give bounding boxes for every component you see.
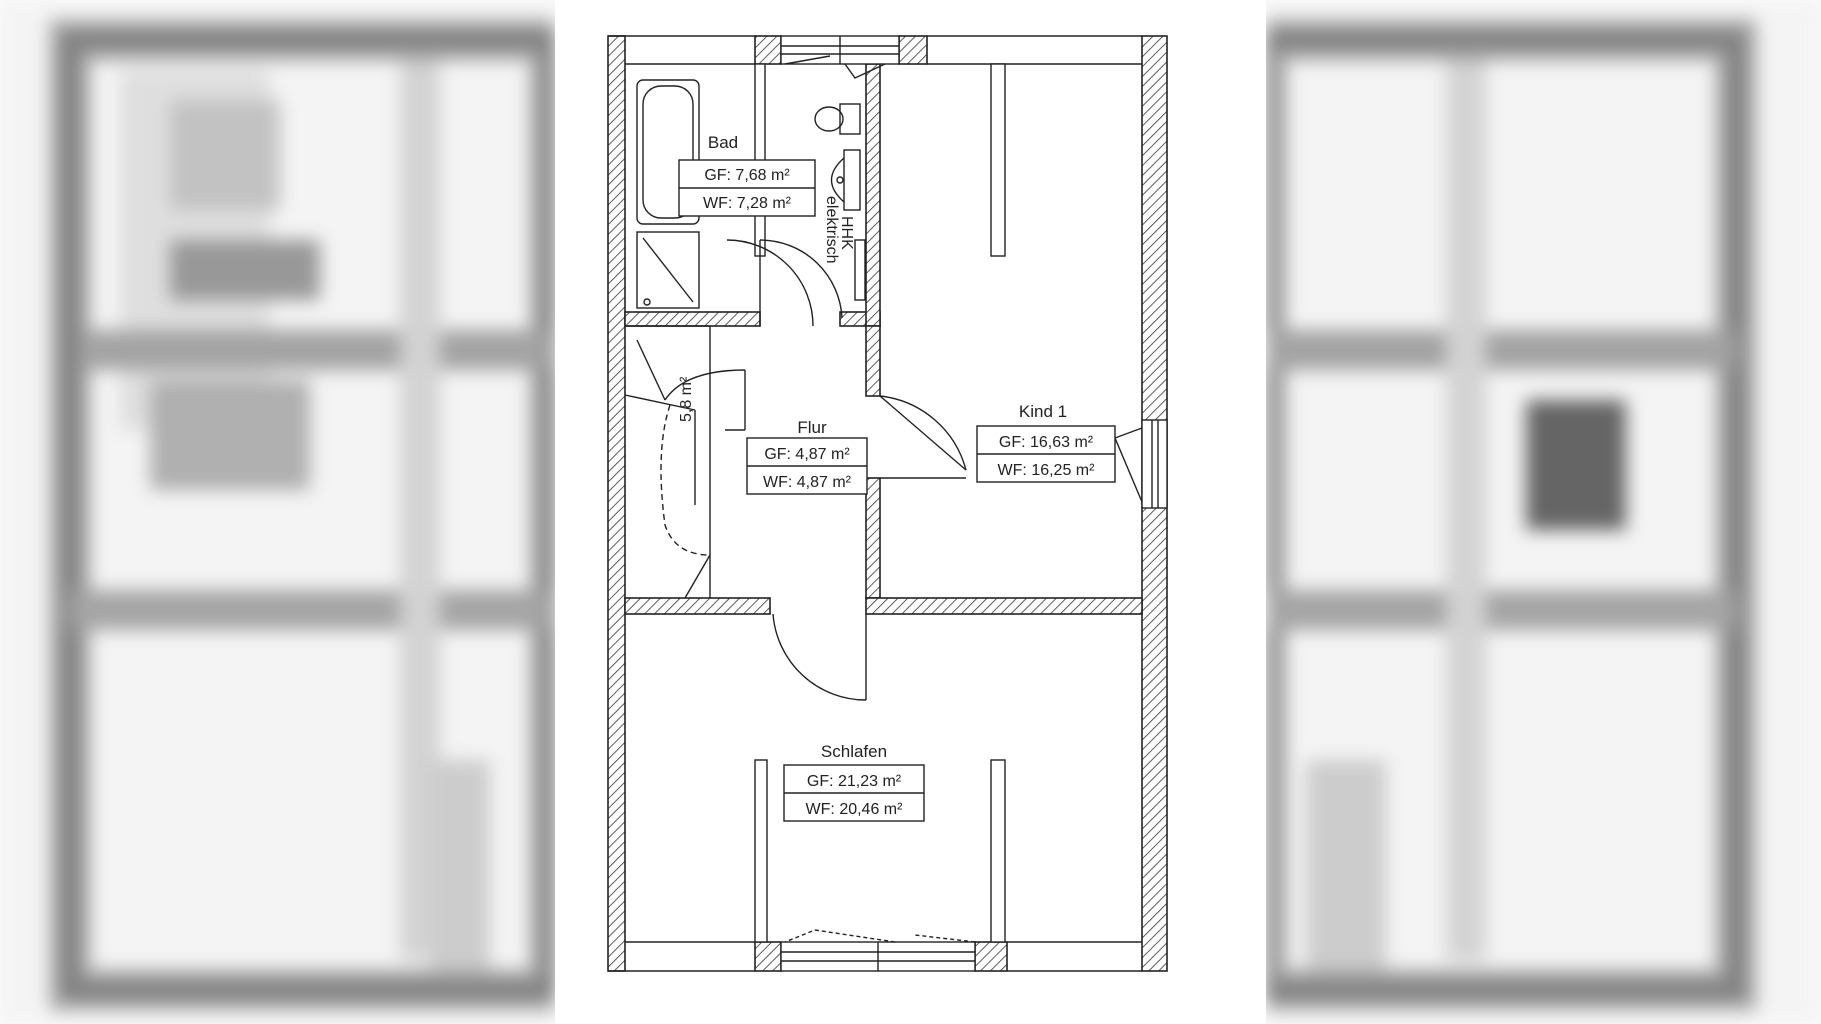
interior-walls: [624, 63, 1143, 615]
floor-plan: Bad GF: 7,68 m² WF: 7,28 m² Flur GF: 4,8…: [607, 35, 1168, 972]
hhk-label: HHK: [838, 216, 855, 250]
staircase: [624, 325, 746, 599]
area-gf-kind1: GF: 16,63 m²: [999, 434, 1094, 451]
area-wf-schlafen: WF: 20,46 m²: [806, 801, 904, 818]
area-wf-bad: WF: 7,28 m²: [703, 195, 792, 212]
room-label-kind1: Kind 1: [1019, 402, 1067, 421]
blurred-backdrop-right: [1266, 0, 1821, 1024]
windows: [780, 35, 1168, 972]
blurred-backdrop-left: [0, 0, 555, 1024]
bathroom-fixtures: [636, 79, 866, 309]
outer-outline: [608, 35, 1142, 972]
area-gf-bad: GF: 7,68 m²: [704, 167, 790, 184]
room-label-schlafen: Schlafen: [821, 742, 887, 761]
room-label-flur: Flur: [797, 418, 827, 437]
hhk-electric-label: elektrisch: [823, 196, 840, 264]
area-gf-schlafen: GF: 21,23 m²: [807, 773, 902, 790]
area-wf-kind1: WF: 16,25 m²: [998, 462, 1096, 479]
area-wf-flur: WF: 4,87 m²: [763, 474, 852, 491]
area-gf-flur: GF: 4,87 m²: [764, 446, 850, 463]
room-label-bad: Bad: [708, 133, 738, 152]
area-boxes: [678, 159, 1116, 822]
stair-area-label: 5,8 m²: [678, 376, 695, 422]
floor-plan-panel: Bad GF: 7,68 m² WF: 7,28 m² Flur GF: 4,8…: [555, 0, 1266, 1024]
doors: [726, 239, 967, 701]
